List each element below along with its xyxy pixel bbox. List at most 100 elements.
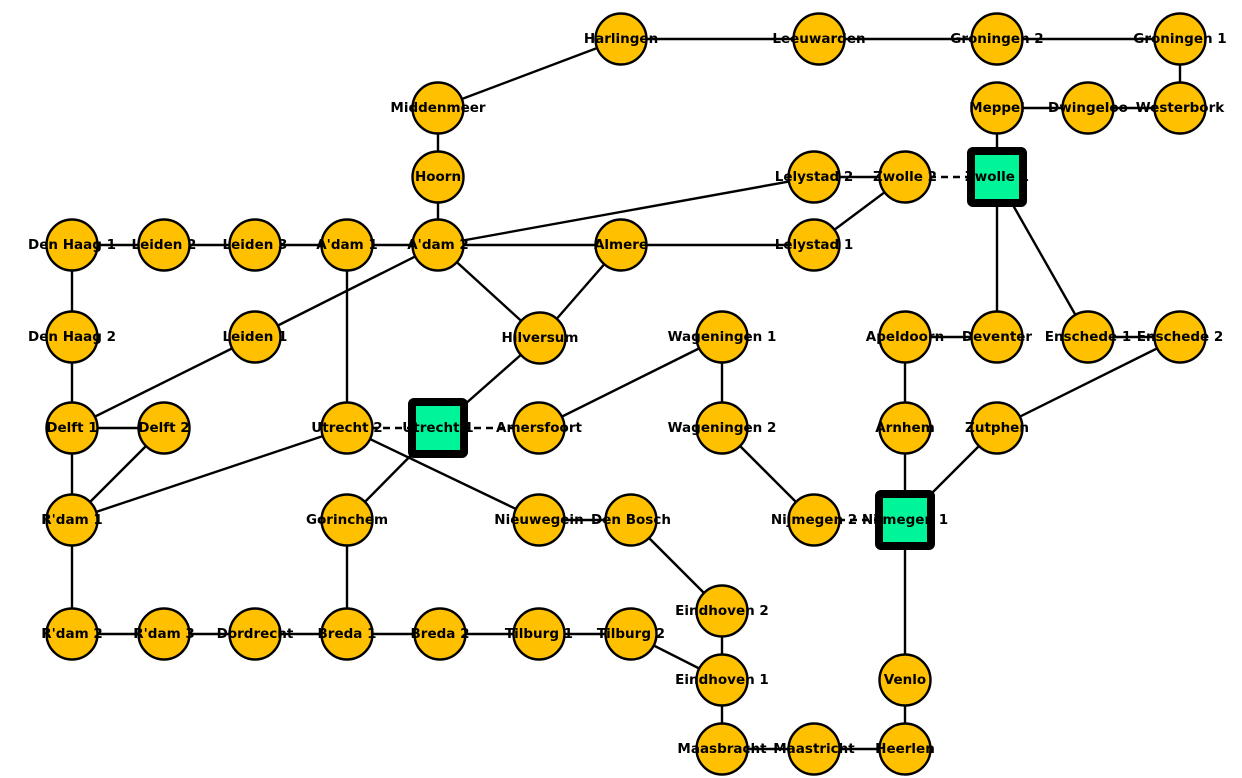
station-circle [604, 493, 658, 547]
station-node-arnhem: Arnhem [875, 401, 935, 455]
station-label: R'dam 2 [41, 626, 102, 642]
station-node-wageningen1: Wageningen 1 [668, 310, 777, 364]
station-label: Arnhem [875, 420, 935, 436]
station-node-leiden3: Leiden 3 [223, 218, 288, 272]
station-label: A'dam 1 [316, 237, 378, 253]
edge-leiden1-delft1 [71, 335, 256, 430]
station-circle [512, 607, 566, 661]
station-node-zwolle2: Zwolle 2 [873, 150, 937, 204]
station-circle [695, 722, 749, 776]
station-label: Zwolle 1 [965, 169, 1029, 185]
station-node-utrecht2: Utrecht 2 [311, 401, 383, 455]
station-label: Dwingeloo [1048, 100, 1128, 116]
station-node-maastricht: Maastricht [773, 722, 855, 776]
station-circle [137, 401, 191, 455]
station-node-denhaag1: Den Haag 1 [28, 218, 116, 272]
station-node-enschede2: Enschede 2 [1137, 310, 1224, 364]
station-circle [1061, 81, 1115, 135]
station-circle [1061, 310, 1115, 364]
station-label: Tilburg 2 [597, 626, 665, 642]
station-node-hoorn: Hoorn [411, 150, 465, 204]
edge-harlingen-middenmeer [437, 37, 622, 110]
station-node-venlo: Venlo [878, 653, 932, 707]
station-node-hilversum: Hilversum [502, 311, 578, 365]
station-circle [787, 493, 841, 547]
station-label: Lelystad 2 [775, 169, 854, 185]
station-label: Tilburg 1 [505, 626, 573, 642]
station-label: Maasbracht [677, 741, 767, 757]
station-label: Enschede 2 [1137, 329, 1224, 345]
station-node-zutphen: Zutphen [965, 401, 1029, 455]
station-label: Enschede 1 [1045, 329, 1132, 345]
station-node-wageningen2: Wageningen 2 [668, 401, 776, 455]
station-node-breda2: Breda 2 [411, 607, 469, 661]
edge-adam2-lelystad2 [437, 175, 815, 247]
station-label: Harlingen [584, 31, 658, 47]
station-node-eindhoven1: Eindhoven 1 [675, 653, 769, 707]
station-node-denhaag2: Den Haag 2 [28, 310, 116, 364]
station-node-almere: Almere [594, 218, 648, 272]
station-label: Den Bosch [591, 512, 671, 528]
station-label: Eindhoven 1 [675, 672, 769, 688]
station-node-lelystad2: Lelystad 2 [775, 150, 854, 204]
station-label: Venlo [884, 672, 926, 688]
station-label: Zwolle 2 [873, 169, 937, 185]
station-label: Lelystad 1 [775, 237, 854, 253]
station-node-rdam2: R'dam 2 [41, 607, 103, 661]
station-circle [604, 607, 658, 661]
station-label: Den Haag 2 [28, 329, 116, 345]
station-circle [787, 218, 841, 272]
station-node-groningen1: Groningen 1 [1133, 12, 1227, 66]
station-circle [228, 218, 282, 272]
station-node-denbosch: Den Bosch [591, 493, 671, 547]
edge-enschede2-zutphen [996, 335, 1181, 430]
station-label: Groningen 2 [950, 31, 1043, 47]
station-node-adam2: A'dam 2 [407, 218, 469, 272]
station-label: Nieuwegein [494, 512, 583, 528]
station-node-deventer: Deventer [962, 310, 1032, 364]
station-node-nieuwegein: Nieuwegein [494, 493, 584, 547]
edge-utrecht2-rdam1 [71, 426, 348, 522]
station-circle [787, 722, 841, 776]
station-circle [411, 218, 465, 272]
station-circle [878, 401, 932, 455]
station-circle [45, 607, 99, 661]
station-circle [513, 311, 567, 365]
station-node-amersfoort: Amersfoort [496, 401, 582, 455]
station-node-groningen2: Groningen 2 [950, 12, 1044, 66]
station-label: Delft 2 [138, 420, 189, 436]
station-circle [695, 584, 749, 638]
station-label: Den Haag 1 [28, 237, 116, 253]
station-label: Amersfoort [496, 420, 582, 436]
station-node-delft2: Delft 2 [137, 401, 191, 455]
station-label: Utrecht 2 [311, 420, 382, 436]
station-label: Wageningen 1 [668, 329, 777, 345]
station-label: Meppel [969, 100, 1025, 116]
station-node-leiden1: Leiden 1 [223, 310, 287, 364]
station-node-apeldoorn: Apeldoorn [866, 310, 944, 364]
station-node-nijmegen1: Nijmegen 1 [862, 490, 948, 550]
station-label: Nijmegen 1 [862, 512, 948, 528]
station-node-delft1: Delft 1 [45, 401, 99, 455]
station-node-utrecht1: Utrecht 1 [402, 398, 474, 458]
station-node-tilburg2: Tilburg 2 [597, 607, 665, 661]
station-circle [45, 401, 99, 455]
station-circle [695, 310, 749, 364]
station-circle [137, 607, 191, 661]
station-node-meppel: Meppel [969, 81, 1025, 135]
station-label: Heerlen [875, 741, 935, 757]
station-circle [695, 401, 749, 455]
station-node-westerbork: Westerbork [1136, 81, 1225, 135]
station-node-breda1: Breda 1 [318, 607, 376, 661]
station-circle [320, 493, 374, 547]
station-node-leiden2: Leiden 2 [132, 218, 196, 272]
station-label: Nijmegen 2 [771, 512, 857, 528]
station-label: Leiden 3 [223, 237, 288, 253]
station-circle [1153, 310, 1207, 364]
station-circle [320, 218, 374, 272]
station-label: A'dam 2 [407, 237, 469, 253]
hub-square [967, 147, 1027, 207]
station-circle [878, 722, 932, 776]
station-node-leeuwarden: Leeuwarden [772, 12, 866, 66]
